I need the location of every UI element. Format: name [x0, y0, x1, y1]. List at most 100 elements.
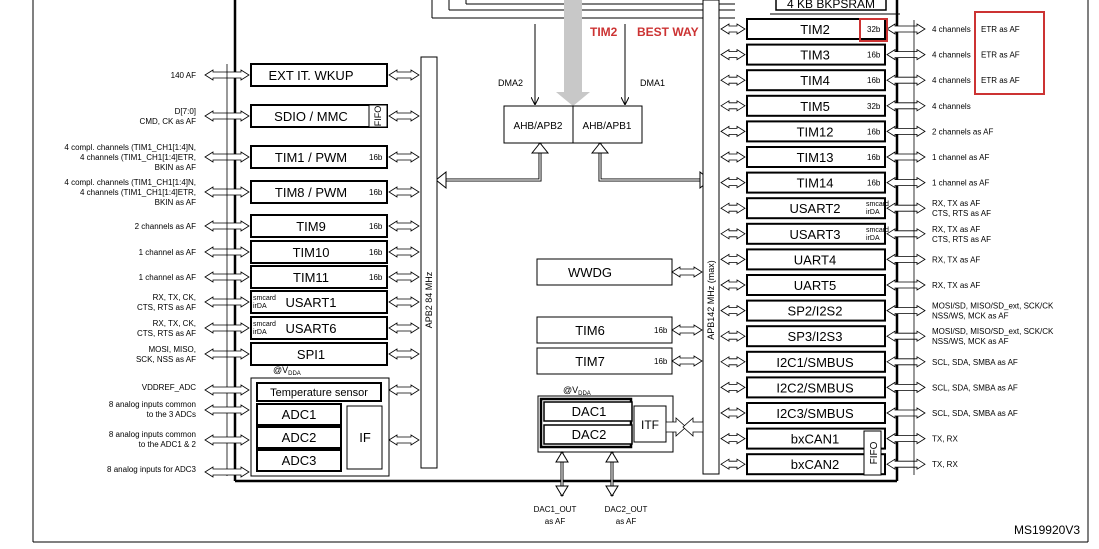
tim1-pwm-block	[250, 145, 388, 169]
uart4-label: UART4	[794, 252, 836, 267]
usart1-bus-arrow	[388, 296, 420, 308]
adc2-block	[256, 426, 342, 449]
adc-pin-common3b: to the 3 ADCs	[147, 410, 196, 419]
spi1-pin-1: SCK, NSS as AF	[136, 355, 196, 364]
adc-bus-arrow-0	[388, 384, 420, 396]
tim4-block	[746, 69, 886, 92]
adc3-block	[256, 449, 342, 472]
usart3-block	[746, 222, 886, 245]
sp2-i2s2-bus-arrow	[720, 304, 746, 317]
i2c3-smbus-pin-arrow	[886, 407, 926, 419]
tim7-label: TIM7	[575, 354, 605, 369]
etr-highlight-box	[974, 11, 1045, 95]
dac-itf-block	[633, 405, 667, 443]
sp2-i2s2-pin-arrow	[886, 304, 926, 317]
uart4-pin-0: RX, TX as AF	[932, 255, 980, 264]
sp3-i2s3-label: SP3/I2S3	[788, 329, 843, 344]
tim14-pin-arrow	[886, 176, 926, 189]
sp2-i2s2-pin-1: NSS/WS, MCK as AF	[932, 312, 1009, 321]
tim6-block	[536, 316, 673, 344]
bxcan2-block	[746, 453, 886, 476]
sdio-mmc-pin-0: D[7:0]	[175, 107, 196, 116]
usart6-label: USART6	[285, 321, 336, 336]
usart2-side-smcard: smcard	[866, 201, 889, 208]
usart6-block	[250, 316, 388, 340]
tim12-bus-arrow	[720, 125, 746, 138]
best-way-note: BEST WAY	[637, 25, 699, 39]
tim5-pin-0: 4 channels	[932, 102, 971, 111]
usart3-pin-1: CTS, RTS as AF	[932, 235, 991, 244]
tim5-label: TIM5	[800, 99, 830, 114]
sp3-i2s3-bus-arrow	[720, 330, 746, 342]
tim9-label: TIM9	[296, 219, 326, 234]
adc1-label: ADC1	[282, 407, 317, 422]
usart2-side-irda: irDA	[866, 209, 880, 216]
sp2-i2s2-block	[746, 299, 886, 322]
tim7-bus-arrow	[671, 355, 703, 367]
tim2-label: TIM2	[800, 22, 830, 37]
adc-pin-adc3: 8 analog inputs for ADC3	[107, 465, 196, 474]
tim11-bits: 16b	[369, 273, 383, 282]
adc-pin-common3: 8 analog inputs common	[109, 400, 196, 409]
usart1-block	[250, 290, 388, 314]
usart2-pin-arrow	[886, 202, 926, 214]
apb1-bus-label: APB142 MHz (max)	[706, 260, 716, 340]
tim14-bits: 16b	[867, 179, 881, 188]
sp2-i2s2-label: SP2/I2S2	[788, 304, 843, 319]
tim8-pwm-bits: 16b	[369, 188, 383, 197]
usart6-bus-arrow	[388, 322, 420, 334]
tim10-block	[250, 240, 388, 264]
tim4-pin-arrow	[886, 74, 926, 86]
adc-pin-arrow-3	[204, 466, 250, 478]
tim9-bits: 16b	[369, 222, 383, 231]
usart2-pin-0: RX, TX as AF	[932, 199, 980, 208]
spi1-block	[250, 342, 388, 366]
tim5-pin-arrow	[886, 100, 926, 112]
spi1-pin-0: MOSI, MISO,	[148, 345, 196, 354]
adc2-label: ADC2	[282, 430, 317, 445]
adc-pin-common12b: to the ADC1 & 2	[139, 440, 197, 449]
tim13-bus-arrow	[720, 151, 746, 163]
bxcan1-block	[746, 427, 886, 450]
dac1-out-label: DAC1_OUT	[534, 505, 577, 514]
bkpsram-label: 4 KB BKPSRAM	[787, 0, 875, 11]
ahb-apb1-label: AHB/APB1	[583, 121, 632, 132]
tim13-pin-0: 1 channel as AF	[932, 153, 989, 162]
tim1-pwm-pin-0: 4 compl. channels (TIM1_CH1[1:4]N,	[64, 143, 196, 152]
i2c2-smbus-block	[746, 376, 886, 399]
tim2-note: TIM2	[590, 25, 618, 39]
tim4-pin-0: 4 channels	[932, 76, 971, 85]
adc-pin-arrow-0	[204, 384, 250, 396]
tim3-pin-1: ETR as AF	[981, 51, 1020, 60]
tim1-pwm-bus-arrow	[388, 151, 420, 163]
dac2-block	[543, 424, 633, 445]
tim3-pin-0: 4 channels	[932, 51, 971, 60]
figure-ref: MS19920V3	[1014, 523, 1080, 537]
i2c2-smbus-pin-0: SCL, SDA, SMBA as AF	[932, 383, 1018, 392]
adc-pin-arrow-2	[204, 434, 250, 446]
tim4-bits: 16b	[867, 76, 881, 85]
adc-pin-common12: 8 analog inputs common	[109, 430, 196, 439]
tim14-bus-arrow	[720, 176, 746, 189]
tim10-label: TIM10	[293, 245, 330, 260]
bxcan1-bus-arrow	[720, 432, 746, 445]
uart4-block	[746, 248, 886, 271]
adc-vdda-label: @VDDA	[273, 365, 301, 377]
i2c3-smbus-bus-arrow	[720, 407, 746, 419]
tim12-pin-0: 2 channels as AF	[932, 127, 993, 136]
tim11-block	[250, 265, 388, 289]
tim2-pin-1: ETR as AF	[981, 25, 1020, 34]
uart5-label: UART5	[794, 278, 836, 293]
can-fifo-label: FIFO	[869, 441, 880, 464]
tim14-label: TIM14	[797, 176, 834, 191]
tim9-block	[250, 214, 388, 238]
sdio-mmc-fifo: FIFO	[373, 106, 383, 127]
tim10-bits: 16b	[369, 248, 383, 257]
apb1-connection	[598, 143, 700, 182]
tim11-bus-arrow	[388, 271, 420, 283]
tim14-block	[746, 171, 886, 194]
ext-it-wkup-label: EXT IT. WKUP	[269, 68, 354, 83]
i2c2-smbus-label: I2C2/SMBUS	[776, 380, 854, 395]
